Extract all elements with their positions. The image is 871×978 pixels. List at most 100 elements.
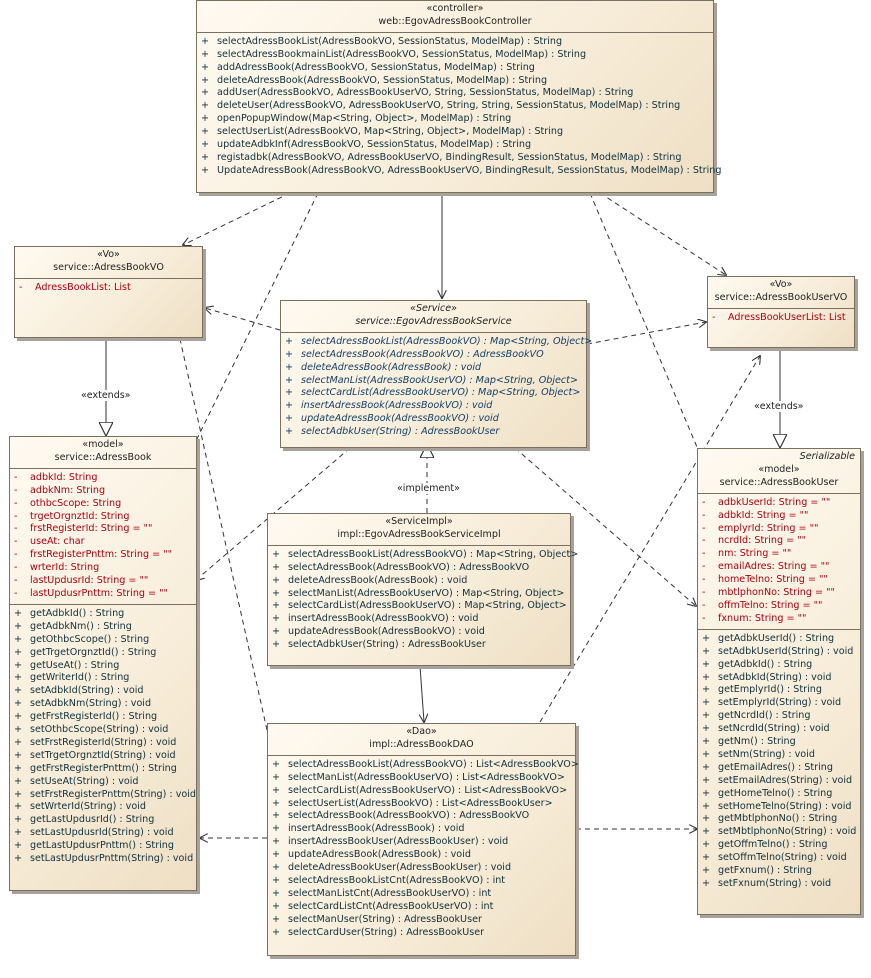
class-adress-book-vo[interactable]: «Vo»service::AdressBookVO-AdressBookList… <box>14 246 203 338</box>
attribute-row[interactable]: -adbkUserId: String = "" <box>702 497 858 510</box>
attribute-row[interactable]: -ncrdId: String = "" <box>702 535 858 548</box>
operation-row[interactable]: +selectUserList(AdressBookVO, Map<String… <box>201 126 711 139</box>
class-adress-book-dao[interactable]: «Dao»impl::AdressBookDAO+selectAdressBoo… <box>267 723 579 956</box>
operation-row[interactable]: +selectManUser(String) : AdressBookUser <box>272 914 573 927</box>
operation-row[interactable]: +selectAdressBook(AdressBookVO) : Adress… <box>272 562 568 575</box>
operation-row[interactable]: +setAdbkNm(String) : void <box>14 698 194 711</box>
operation-row[interactable]: +insertAdressBook(AdressBook) : void <box>272 823 573 836</box>
operation-row[interactable]: +setHomeTelno(String) : void <box>702 801 858 814</box>
operation-row[interactable]: +selectAdressBookListCnt(AdressBookVO) :… <box>272 875 573 888</box>
operation-row[interactable]: +deleteAdressBook(AdressBookVO, SessionS… <box>201 75 711 88</box>
operation-row[interactable]: +selectAdbkUser(String) : AdressBookUser <box>285 426 584 439</box>
operation-row[interactable]: +getUseAt() : String <box>14 660 194 673</box>
operation-row[interactable]: +setUseAt(String) : void <box>14 776 194 789</box>
operation-row[interactable]: +getAdbkId() : String <box>702 659 858 672</box>
attribute-row[interactable]: -AdressBookList: List <box>19 282 200 295</box>
operation-row[interactable]: +updateAdressBook(AdressBook) : void <box>272 849 573 862</box>
attribute-row[interactable]: -wrterId: String <box>14 562 194 575</box>
attribute-row[interactable]: -useAt: char <box>14 536 194 549</box>
operation-row[interactable]: +selectCardListCnt(AdressBookUserVO) : i… <box>272 901 573 914</box>
operation-row[interactable]: +setEmailAdres(String) : void <box>702 775 858 788</box>
class-egov-adress-book-service[interactable]: «Service»service::EgovAdressBookService+… <box>280 300 592 448</box>
attribute-row[interactable]: -adbkId: String <box>14 472 194 485</box>
attribute-row[interactable]: -mbtlphonNo: String = "" <box>702 587 858 600</box>
operation-row[interactable]: +setFrstRegisterPnttm(String) : void <box>14 789 196 802</box>
operation-row[interactable]: +getNm() : String <box>702 736 858 749</box>
operation-row[interactable]: +selectAdressBookList(AdressBookVO) : Ma… <box>272 549 578 562</box>
operation-row[interactable]: +selectAdressBook(AdressBookVO) : Adress… <box>285 349 584 362</box>
attribute-row[interactable]: -frstRegisterId: String = "" <box>14 523 194 536</box>
operation-row[interactable]: +getTrgetOrgnztId() : String <box>14 647 194 660</box>
operation-row[interactable]: +insertAdressBook(AdressBookVO) : void <box>285 400 584 413</box>
operation-row[interactable]: +insertAdressBookUser(AdressBookUser) : … <box>272 836 573 849</box>
attribute-row[interactable]: -offmTelno: String = "" <box>702 600 858 613</box>
operation-row[interactable]: +getOffmTelno() : String <box>702 839 858 852</box>
operation-row[interactable]: +getAdbkUserId() : String <box>702 633 858 646</box>
class-egov-adress-book-service-impl[interactable]: «ServiceImpl»impl::EgovAdressBookService… <box>267 513 578 666</box>
operation-row[interactable]: +selectAdbkUser(String) : AdressBookUser <box>272 639 568 652</box>
operation-row[interactable]: +setFxnum(String) : void <box>702 878 858 891</box>
operation-row[interactable]: +selectUserList(AdressBookVO) : List<Adr… <box>272 798 573 811</box>
operation-row[interactable]: +addAdressBook(AdressBookVO, SessionStat… <box>201 62 711 75</box>
operation-row[interactable]: +setOffmTelno(String) : void <box>702 852 858 865</box>
operation-row[interactable]: +getEmplyrId() : String <box>702 684 858 697</box>
operation-row[interactable]: +setAdbkId(String) : void <box>14 685 194 698</box>
operation-row[interactable]: +setLastUpdusrPnttm(String) : void <box>14 853 194 866</box>
class-adress-book[interactable]: «model»service::AdressBook-adbkId: Strin… <box>9 436 197 891</box>
operation-row[interactable]: +getFxnum() : String <box>702 865 858 878</box>
operation-row[interactable]: +deleteAdressBook(AdressBook) : void <box>272 575 568 588</box>
operation-row[interactable]: +setNcrdId(String) : void <box>702 723 858 736</box>
attribute-row[interactable]: -lastUpdusrPnttm: String = "" <box>14 588 194 601</box>
operation-row[interactable]: +getEmailAdres() : String <box>702 762 858 775</box>
operation-row[interactable]: +setMbtlphonNo(String) : void <box>702 826 858 839</box>
class-adress-book-user-vo[interactable]: «Vo»service::AdressBookUserVO-AdressBook… <box>707 276 855 348</box>
operation-row[interactable]: +registadbk(AdressBookVO, AdressBookUser… <box>201 152 711 165</box>
operation-row[interactable]: +getAdbkId() : String <box>14 608 194 621</box>
attribute-row[interactable]: -emplyrId: String = "" <box>702 523 858 536</box>
operation-row[interactable]: +deleteAdressBookUser(AdressBookUser) : … <box>272 862 573 875</box>
attribute-row[interactable]: -AdressBookUserList: List <box>712 312 852 325</box>
operation-row[interactable]: +getLastUpdusrPnttm() : String <box>14 840 194 853</box>
operation-row[interactable]: +updateAdbkInf(AdressBookVO, SessionStat… <box>201 139 711 152</box>
attribute-row[interactable]: -lastUpdusrId: String = "" <box>14 575 194 588</box>
operation-row[interactable]: +setWrterId(String) : void <box>14 801 194 814</box>
attribute-row[interactable]: -othbcScope: String <box>14 498 194 511</box>
operation-row[interactable]: +insertAdressBook(AdressBookVO) : void <box>272 613 568 626</box>
operation-row[interactable]: +setOthbcScope(String) : void <box>14 724 194 737</box>
operation-row[interactable]: +selectCardUser(String) : AdressBookUser <box>272 927 573 940</box>
operation-row[interactable]: +selectAdressBookList(AdressBookVO, Sess… <box>201 36 711 49</box>
operation-row[interactable]: +deleteUser(AdressBookVO, AdressBookUser… <box>201 100 711 113</box>
attribute-row[interactable]: -frstRegisterPnttm: String = "" <box>14 549 194 562</box>
operation-row[interactable]: +setEmplyrId(String) : void <box>702 697 858 710</box>
operation-row[interactable]: +getMbtlphonNo() : String <box>702 813 858 826</box>
operation-row[interactable]: +setLastUpdusrId(String) : void <box>14 827 194 840</box>
operation-row[interactable]: +setTrgetOrgnztId(String) : void <box>14 750 194 763</box>
attribute-row[interactable]: -adbkNm: String <box>14 485 194 498</box>
operation-row[interactable]: +deleteAdressBook(AdressBook) : void <box>285 362 584 375</box>
operation-row[interactable]: +selectAdressBookList(AdressBookVO) : Ma… <box>285 336 592 349</box>
operation-row[interactable]: +updateAdressBook(AdressBookVO) : void <box>272 626 568 639</box>
operation-row[interactable]: +getNcrdId() : String <box>702 710 858 723</box>
operation-row[interactable]: +setAdbkId(String) : void <box>702 672 858 685</box>
operation-row[interactable]: +getAdbkNm() : String <box>14 621 194 634</box>
operation-row[interactable]: +getWriterId() : String <box>14 672 194 685</box>
operation-row[interactable]: +selectAdressBook(AdressBookVO) : Adress… <box>272 810 573 823</box>
attribute-row[interactable]: -nm: String = "" <box>702 548 858 561</box>
operation-row[interactable]: +getHomeTelno() : String <box>702 788 858 801</box>
attribute-row[interactable]: -emailAdres: String = "" <box>702 561 858 574</box>
operation-row[interactable]: +addUser(AdressBookVO, AdressBookUserVO,… <box>201 87 711 100</box>
class-adress-book-user[interactable]: Serializable«model»service::AdressBookUs… <box>697 448 861 915</box>
operation-row[interactable]: +selectAdressBookmainList(AdressBookVO, … <box>201 49 711 62</box>
operation-row[interactable]: +selectManList(AdressBookUserVO) : List<… <box>272 772 573 785</box>
attribute-row[interactable]: -fxnum: String = "" <box>702 613 858 626</box>
operation-row[interactable]: +updateAdressBook(AdressBookVO) : void <box>285 413 584 426</box>
operation-row[interactable]: +selectCardList(AdressBookUserVO) : Map<… <box>272 600 568 613</box>
operation-row[interactable]: +selectAdressBookList(AdressBookVO) : Li… <box>272 759 579 772</box>
operation-row[interactable]: +getOthbcScope() : String <box>14 634 194 647</box>
attribute-row[interactable]: -adbkId: String = "" <box>702 510 858 523</box>
operation-row[interactable]: +selectCardList(AdressBookUserVO) : Map<… <box>285 387 584 400</box>
operation-row[interactable]: +UpdateAdressBook(AdressBookVO, AdressBo… <box>201 165 721 178</box>
operation-row[interactable]: +setFrstRegisterId(String) : void <box>14 737 194 750</box>
attribute-row[interactable]: -homeTelno: String = "" <box>702 574 858 587</box>
operation-row[interactable]: +selectManList(AdressBookUserVO) : Map<S… <box>272 588 568 601</box>
